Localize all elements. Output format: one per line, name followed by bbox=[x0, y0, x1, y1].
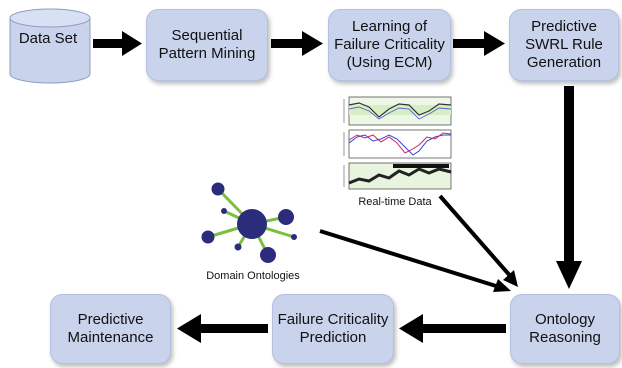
arrow-ontologies-to-reasoning bbox=[319, 229, 511, 292]
failure-criticality-prediction-box: Failure Criticality Prediction bbox=[272, 294, 394, 364]
predictive-maintenance-box: Predictive Maintenance bbox=[50, 294, 171, 364]
domain-ontologies-caption: Domain Ontologies bbox=[206, 270, 300, 282]
realtime-data-caption: Real-time Data bbox=[358, 196, 432, 208]
ontology-reasoning-box: Ontology Reasoning bbox=[510, 294, 620, 364]
learning-failure-criticality-box: Learning of Failure Criticality (Using E… bbox=[328, 9, 451, 81]
arrow-realtime-to-reasoning bbox=[438, 194, 518, 287]
data-set-cylinder bbox=[9, 8, 91, 84]
realtime-data-plots bbox=[343, 96, 452, 190]
data-set-label: Data Set bbox=[18, 30, 78, 47]
predictive-maintenance-label: Predictive Maintenance bbox=[67, 311, 154, 346]
predictive-swrl-label: Predictive SWRL Rule Generation bbox=[525, 18, 603, 71]
arrow-learning-to-swrl bbox=[453, 31, 505, 56]
sequential-pattern-mining-box: Sequential Pattern Mining bbox=[146, 9, 268, 81]
arrow-prediction-to-maintenance bbox=[177, 314, 268, 343]
arrow-dataset-to-mining bbox=[93, 31, 142, 56]
sequential-pattern-mining-label: Sequential Pattern Mining bbox=[158, 27, 256, 62]
realtime-plot-1 bbox=[343, 96, 452, 126]
failure-criticality-prediction-label: Failure Criticality Prediction bbox=[277, 311, 389, 346]
learning-failure-criticality-label: Learning of Failure Criticality (Using E… bbox=[334, 18, 445, 71]
arrow-mining-to-learning bbox=[271, 31, 323, 56]
arrow-swrl-to-reasoning bbox=[556, 86, 582, 289]
predictive-swrl-box: Predictive SWRL Rule Generation bbox=[509, 9, 619, 81]
realtime-plot-2 bbox=[343, 129, 452, 159]
ontology-reasoning-label: Ontology Reasoning bbox=[529, 311, 601, 346]
arrow-reasoning-to-prediction bbox=[399, 314, 506, 343]
realtime-plot-3 bbox=[343, 162, 452, 190]
domain-ontologies-graphic bbox=[201, 182, 297, 263]
